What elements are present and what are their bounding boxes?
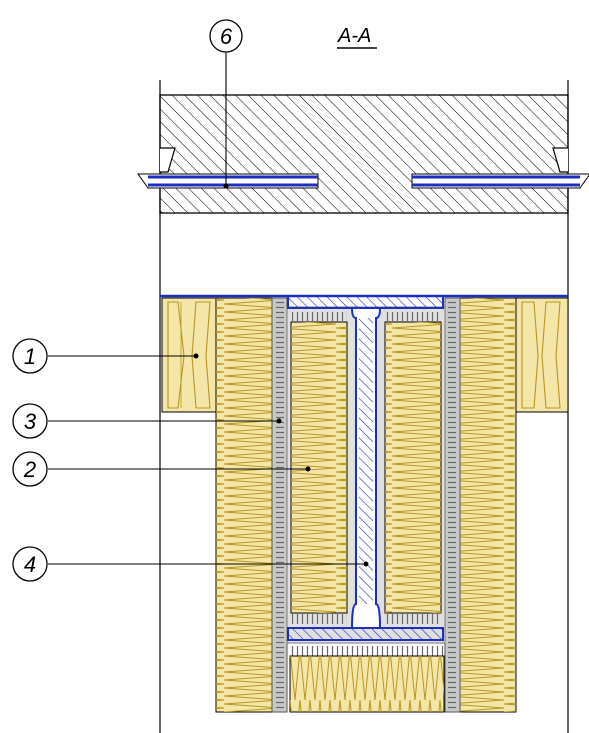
tick-strip-top-left — [292, 312, 347, 321]
tick-strip-bottom-right — [386, 614, 441, 624]
callout-2-label: 2 — [23, 457, 36, 482]
insulation-inner-right — [384, 321, 442, 614]
fire-board-right — [444, 297, 461, 713]
fire-board-left — [271, 297, 288, 713]
callout-6: 6 — [209, 19, 243, 53]
callout-2: 2 — [12, 451, 48, 487]
callout-1-label: 1 — [24, 344, 36, 369]
tick-strip-bottom-left — [292, 614, 347, 624]
tick-strip-top-right — [386, 312, 441, 321]
insulation-batt-left — [161, 297, 217, 413]
concrete-slab — [159, 94, 569, 214]
callout-3: 3 — [12, 403, 48, 439]
callout-4-label: 4 — [24, 552, 36, 577]
insulation-bottom — [289, 655, 445, 713]
callout-3-label: 3 — [24, 409, 37, 434]
steel-i-beam — [287, 295, 444, 641]
leader-lines — [48, 52, 366, 565]
callout-6-label: 6 — [220, 24, 233, 49]
callout-1: 1 — [12, 338, 48, 374]
insulation-inner-left — [290, 321, 348, 614]
insulation-outer-left — [215, 297, 273, 713]
insulation-outer-right — [459, 297, 517, 713]
section-title: A-A — [337, 25, 371, 47]
membrane-layer-6 — [137, 173, 589, 189]
insulation-batt-right — [515, 297, 569, 413]
tick-strip-lower — [290, 646, 444, 656]
leader-dots — [193, 183, 369, 567]
callout-4: 4 — [12, 546, 48, 582]
